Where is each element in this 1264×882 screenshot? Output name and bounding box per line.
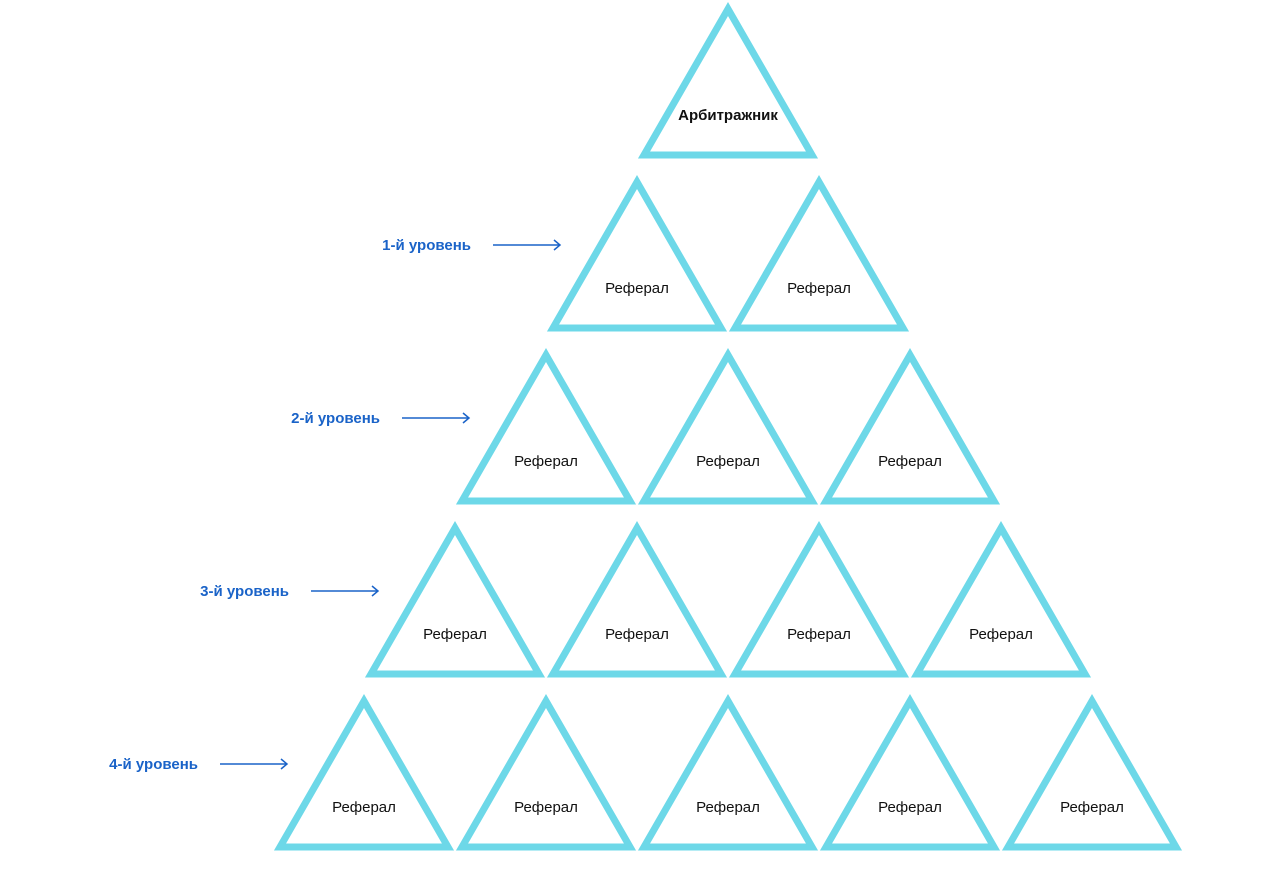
referral-node-level-2-3: Реферал bbox=[819, 347, 1001, 505]
referral-node-label: Реферал bbox=[787, 626, 851, 643]
referral-node-level-3-1: Реферал bbox=[364, 520, 546, 678]
triangle-outline bbox=[728, 520, 910, 678]
referral-node-level-4-4: Реферал bbox=[819, 693, 1001, 851]
arrow-right-icon bbox=[402, 412, 471, 424]
referral-node-label: Реферал bbox=[605, 280, 669, 297]
arrow-right-icon bbox=[220, 758, 289, 770]
referral-node-label: Реферал bbox=[332, 799, 396, 816]
root-node-arbitrageur: Арбитражник bbox=[637, 1, 819, 159]
arrow-right-icon bbox=[311, 585, 380, 597]
referral-node-label: Реферал bbox=[1060, 799, 1124, 816]
triangle-outline bbox=[1001, 693, 1183, 851]
referral-node-label: Реферал bbox=[423, 626, 487, 643]
referral-node-level-4-5: Реферал bbox=[1001, 693, 1183, 851]
triangle-outline bbox=[637, 347, 819, 505]
root-node-label: Арбитражник bbox=[678, 107, 778, 124]
referral-node-label: Реферал bbox=[696, 453, 760, 470]
level-label: 4-й уровень bbox=[109, 756, 198, 773]
referral-node-label: Реферал bbox=[787, 280, 851, 297]
referral-node-label: Реферал bbox=[605, 626, 669, 643]
referral-node-label: Реферал bbox=[696, 799, 760, 816]
triangle-outline bbox=[819, 693, 1001, 851]
triangle-outline bbox=[728, 174, 910, 332]
levels-layer: 1-й уровень 2-й уровень 3-й уровень 4-й уро… bbox=[109, 237, 562, 773]
triangle-outline bbox=[364, 520, 546, 678]
triangle-outline bbox=[637, 693, 819, 851]
referral-node-label: Реферал bbox=[878, 799, 942, 816]
arrow-right-icon bbox=[493, 239, 562, 251]
referral-node-label: Реферал bbox=[514, 453, 578, 470]
triangle-outline bbox=[455, 693, 637, 851]
triangle-outline bbox=[819, 347, 1001, 505]
referral-node-label: Реферал bbox=[969, 626, 1033, 643]
level-indicator-1: 1-й уровень bbox=[382, 237, 562, 254]
level-indicator-3: 3-й уровень bbox=[200, 583, 380, 600]
referral-node-level-4-3: Реферал bbox=[637, 693, 819, 851]
referral-node-level-3-4: Реферал bbox=[910, 520, 1092, 678]
triangle-outline bbox=[637, 1, 819, 159]
referral-node-level-3-3: Реферал bbox=[728, 520, 910, 678]
level-indicator-4: 4-й уровень bbox=[109, 756, 289, 773]
referral-node-label: Реферал bbox=[514, 799, 578, 816]
triangle-outline bbox=[455, 347, 637, 505]
triangle-outline bbox=[910, 520, 1092, 678]
referral-node-level-1-2: Реферал bbox=[728, 174, 910, 332]
level-label: 3-й уровень bbox=[200, 583, 289, 600]
referral-node-level-3-2: Реферал bbox=[546, 520, 728, 678]
referral-node-level-1-1: Реферал bbox=[546, 174, 728, 332]
level-label: 2-й уровень bbox=[291, 410, 380, 427]
referral-node-label: Реферал bbox=[878, 453, 942, 470]
referral-node-level-2-1: Реферал bbox=[455, 347, 637, 505]
level-label: 1-й уровень bbox=[382, 237, 471, 254]
referral-node-level-2-2: Реферал bbox=[637, 347, 819, 505]
referral-node-level-4-1: Реферал bbox=[273, 693, 455, 851]
referral-node-level-4-2: Реферал bbox=[455, 693, 637, 851]
triangle-outline bbox=[273, 693, 455, 851]
triangle-outline bbox=[546, 520, 728, 678]
level-indicator-2: 2-й уровень bbox=[291, 410, 471, 427]
triangle-outline bbox=[546, 174, 728, 332]
